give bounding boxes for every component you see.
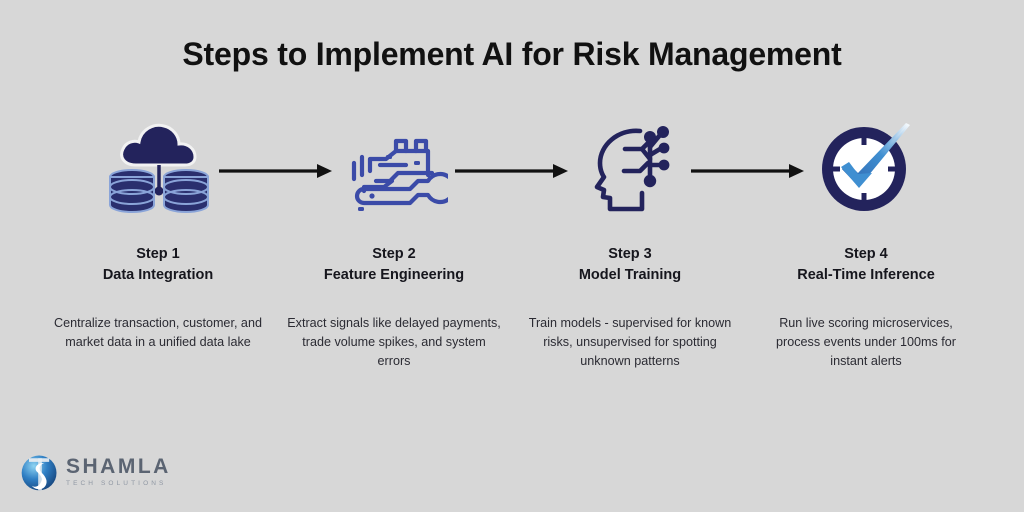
step-number-2: Step 2: [372, 246, 416, 262]
step-name-2: Feature Engineering: [323, 267, 465, 283]
step-name-1: Data Integration: [102, 267, 214, 283]
logo-company-name: SHAMLA: [66, 454, 171, 478]
step-number-1: Step 1: [136, 246, 180, 262]
step-description-2: Extract signals like delayed payments, t…: [287, 316, 501, 368]
step-heading-3: Step 3 Model Training: [579, 244, 681, 286]
step-heading-4: Step 4 Real-Time Inference: [797, 244, 935, 286]
cloud-database-icon: [106, 118, 210, 220]
ai-head-network-icon: [580, 118, 680, 220]
shamla-globe-s-icon: [21, 455, 57, 491]
company-logo: SHAMLA TECH SOLUTIONS: [18, 450, 171, 494]
step-card-2: Step 2 Feature Engineering Extract signa…: [276, 118, 512, 371]
step-description-1: Centralize transaction, customer, and ma…: [54, 316, 262, 349]
arrow-right-icon: [691, 164, 804, 178]
step-description-3: Train models - supervised for known risk…: [528, 316, 732, 368]
step-number-4: Step 4: [844, 246, 888, 262]
logo-tagline: TECH SOLUTIONS: [66, 479, 167, 487]
steps-row: Step 1 Data Integration Centralize trans…: [0, 118, 1024, 371]
step-name-4: Real-Time Inference: [797, 267, 935, 283]
step-card-3: Step 3 Model Training Train models - sup…: [512, 118, 748, 371]
clock-checkmark-icon: [814, 118, 918, 220]
logo-text-block: SHAMLA TECH SOLUTIONS: [66, 454, 171, 489]
step-name-3: Model Training: [578, 267, 682, 283]
step-heading-1: Step 1 Data Integration: [103, 244, 213, 286]
step-card-1: Step 1 Data Integration Centralize trans…: [40, 118, 276, 352]
step-description-4: Run live scoring microservices, process …: [776, 316, 956, 368]
arrow-right-icon: [219, 164, 332, 178]
step-heading-2: Step 2 Feature Engineering: [324, 244, 464, 286]
arrow-right-icon: [455, 164, 568, 178]
wrench-circuit-icon: [340, 118, 448, 220]
step-number-3: Step 3: [608, 246, 652, 262]
step-card-4: Step 4 Real-Time Inference Run live scor…: [748, 118, 984, 371]
page-title: Steps to Implement AI for Risk Managemen…: [182, 36, 842, 72]
